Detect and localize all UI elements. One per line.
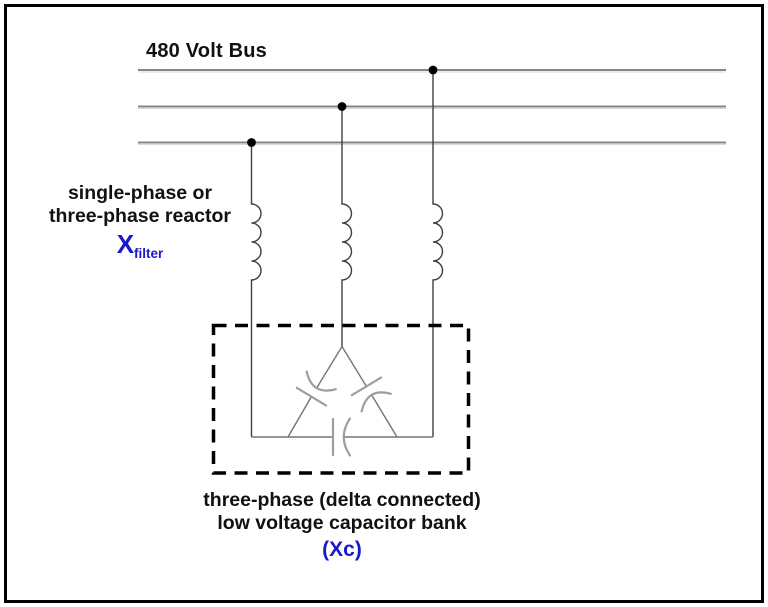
capacitor-caption-line2: low voltage capacitor bank — [217, 512, 467, 534]
bus-lines — [138, 69, 726, 145]
capacitor-bank-dashed-box — [211, 323, 471, 475]
phase-b-wire-with-reactor-coil — [341, 106, 353, 347]
capacitor-left-flat-plate — [295, 386, 328, 407]
reactor-symbol-xfilter: Xfilter — [35, 231, 245, 267]
capacitor-left-curved-plate — [305, 370, 337, 392]
reactor-caption: single-phase or three-phase reactor Xfil… — [35, 182, 245, 267]
capacitor-caption-line1: three-phase (delta connected) — [203, 489, 481, 511]
capacitor-caption: three-phase (delta connected) low voltag… — [169, 489, 515, 562]
delta-left-leg-lower — [287, 396, 313, 438]
reactor-caption-line1: single-phase or — [67, 182, 213, 204]
junction-dot-phase-a — [247, 138, 256, 147]
capacitor-bottom-curved-plate — [342, 417, 352, 457]
delta-right-leg-lower — [371, 394, 398, 438]
phase-wires — [250, 70, 444, 437]
capacitor-symbol-xc: (Xc) — [322, 538, 362, 561]
delta-right-leg-upper — [341, 346, 367, 387]
reactor-symbol-subscript: filter — [134, 246, 164, 261]
junction-dots — [247, 65, 438, 147]
delta-left-leg-upper — [316, 346, 343, 389]
reactor-caption-line2: three-phase reactor — [48, 205, 232, 227]
reactor-symbol-x: X — [116, 229, 135, 259]
junction-dot-phase-c — [428, 65, 438, 75]
bus-voltage-label: 480 Volt Bus — [146, 40, 267, 62]
diagram-border — [4, 4, 764, 603]
capacitor-right-curved-plate — [360, 391, 392, 413]
phase-a-wire-with-reactor-coil — [250, 142, 262, 437]
delta-capacitor-bank — [251, 346, 433, 457]
phase-c-wire-with-reactor-coil — [432, 70, 444, 437]
junction-dot-phase-b — [337, 102, 347, 111]
capacitor-right-flat-plate — [350, 376, 383, 397]
